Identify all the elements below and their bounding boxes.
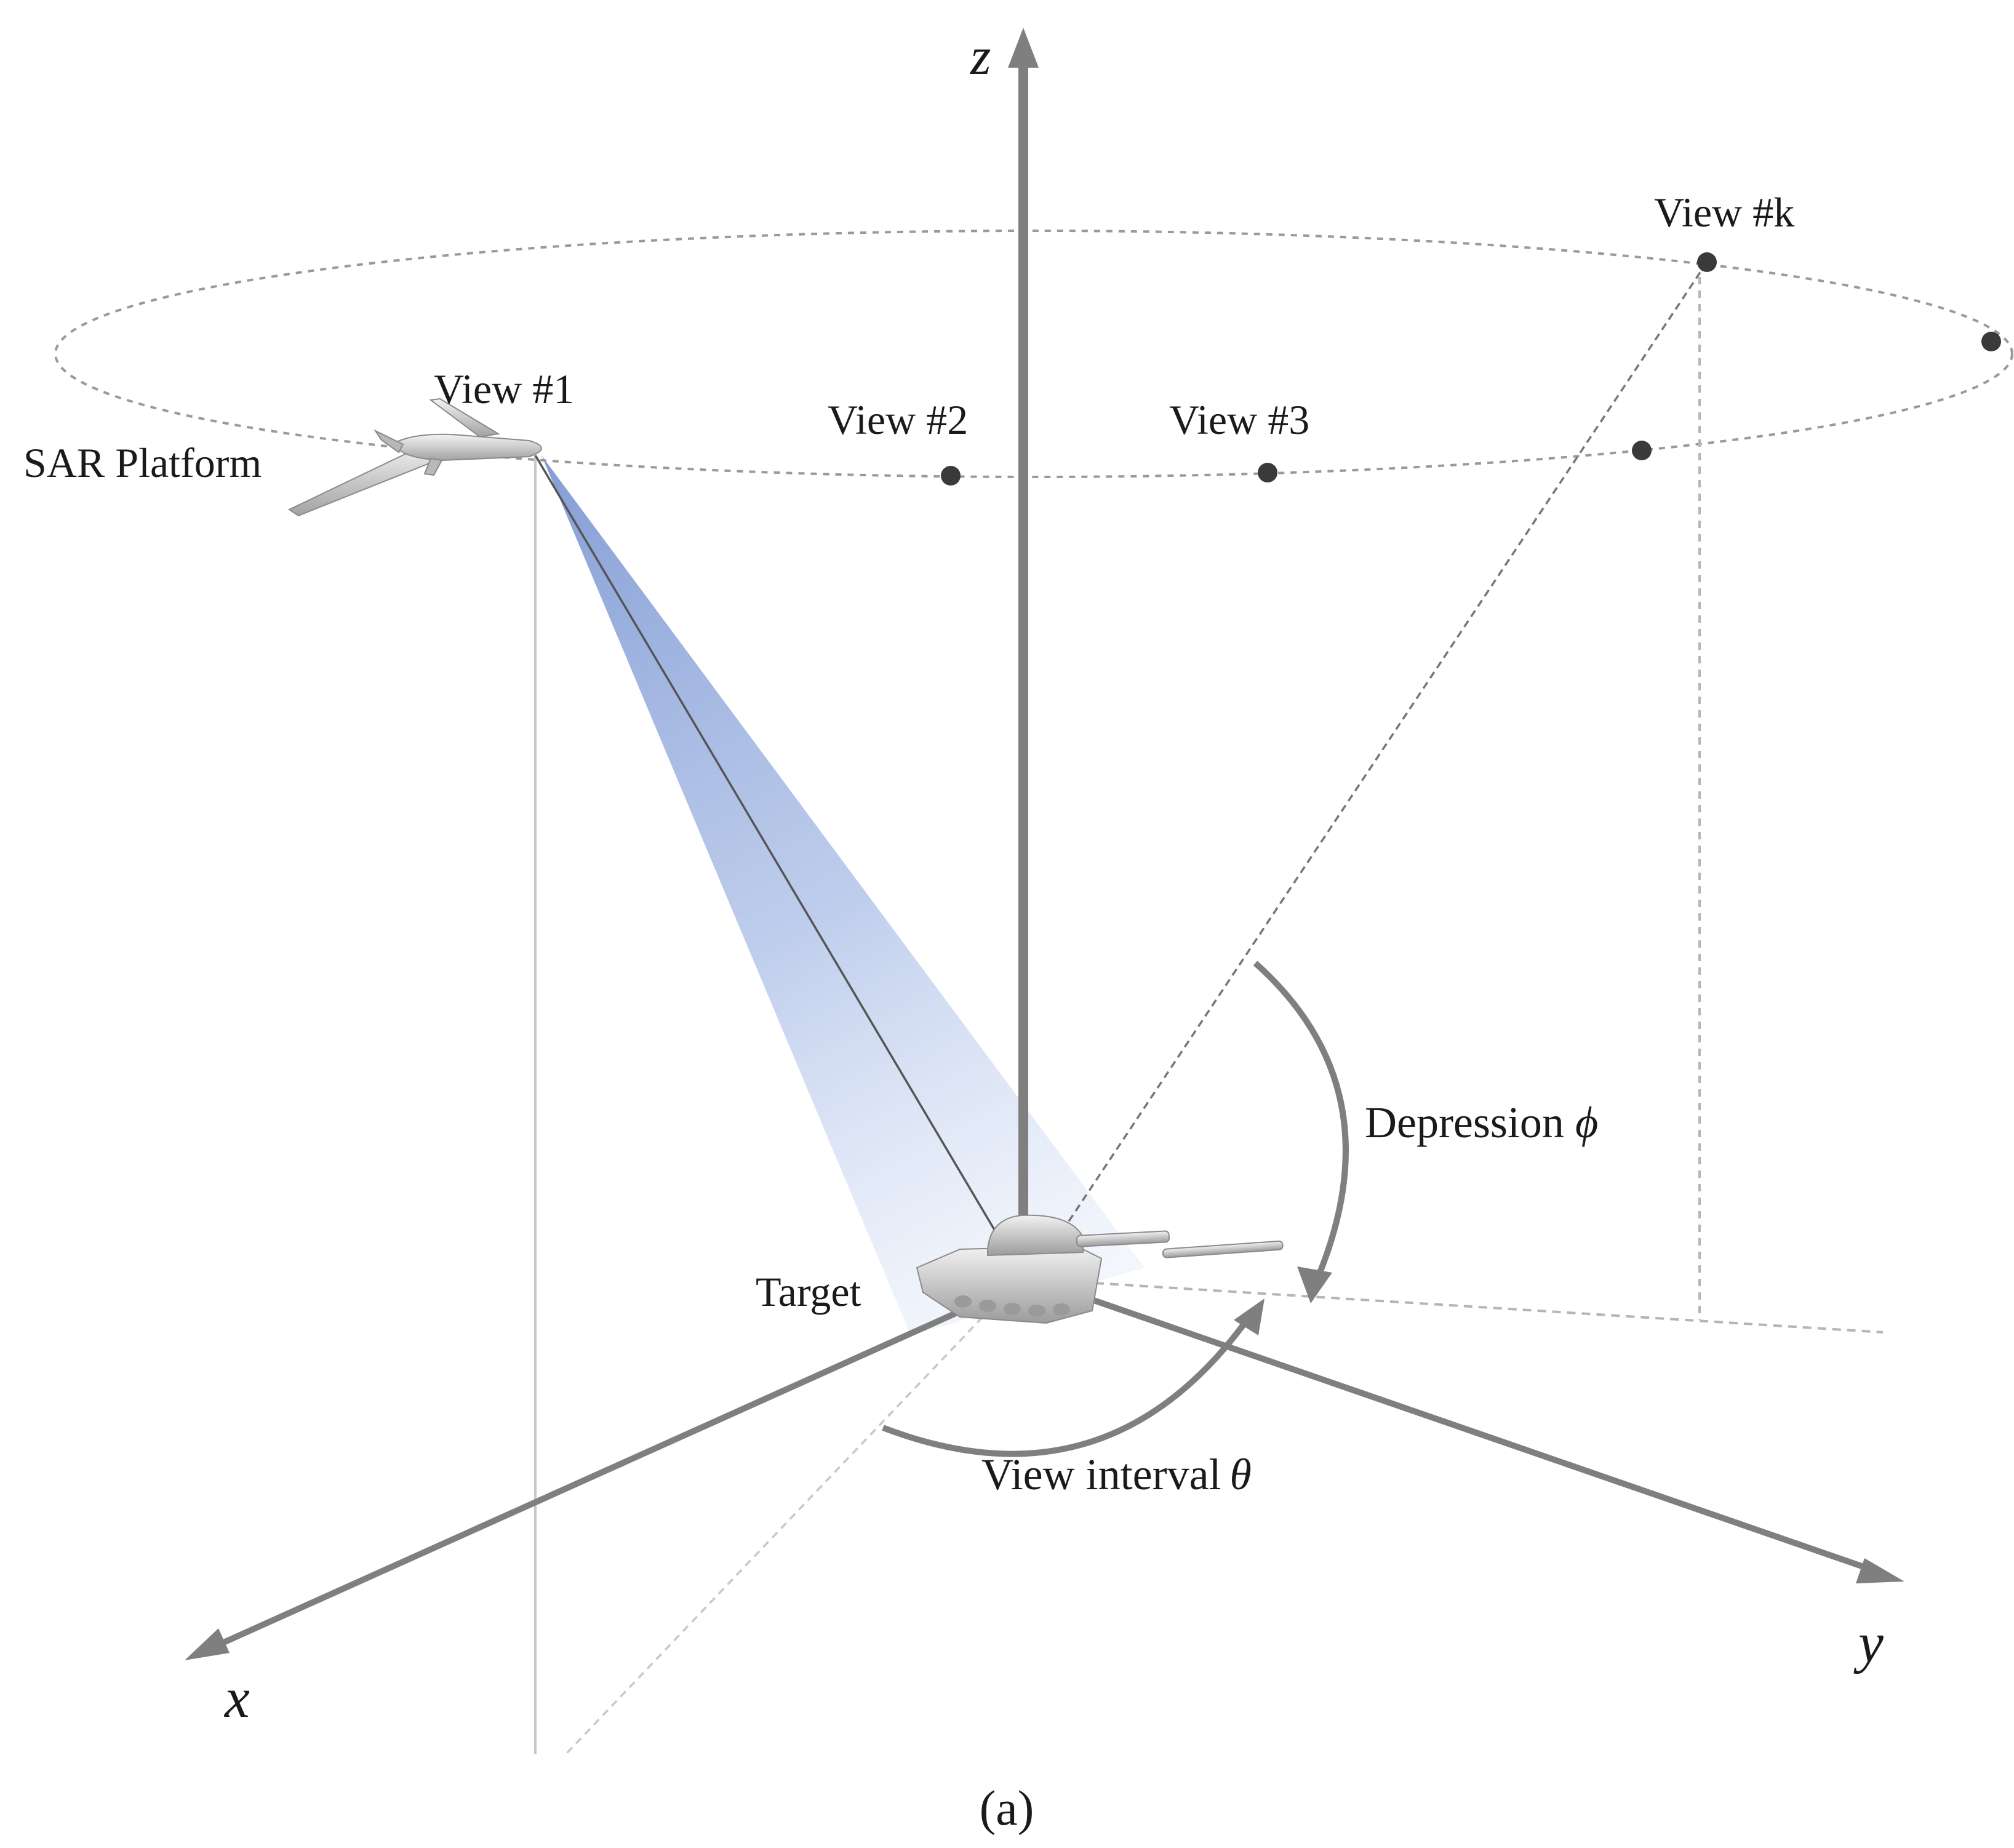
- radar-beam: [541, 455, 1145, 1335]
- view-2-label: View #2: [828, 396, 968, 443]
- view-k-label: View #k: [1654, 189, 1794, 236]
- view-k-line-of-sight: [1063, 262, 1708, 1228]
- target-label: Target: [756, 1268, 861, 1315]
- y-axis: [1069, 1289, 1872, 1572]
- y-axis-arrowhead: [1856, 1558, 1904, 1583]
- figure-caption: (a): [980, 1782, 1034, 1836]
- view-interval-symbol: θ: [1230, 1450, 1252, 1499]
- view-3-label: View #3: [1169, 396, 1309, 443]
- z-axis-arrowhead: [1008, 28, 1039, 68]
- tank-icon: [916, 1214, 1284, 1324]
- z-axis-label: z: [970, 26, 991, 86]
- x-axis-label: x: [223, 1666, 250, 1729]
- view-next-point: [1981, 332, 2001, 351]
- view-4-point: [1632, 441, 1652, 460]
- view-2-point: [941, 466, 961, 486]
- view-1-label: View #1: [434, 366, 574, 412]
- x-axis: [214, 1286, 1011, 1649]
- view-interval-text: View interval: [981, 1450, 1221, 1499]
- view-interval-arc: [882, 1315, 1252, 1457]
- depression-arrowhead: [1297, 1266, 1332, 1303]
- y-axis-label: y: [1853, 1611, 1884, 1674]
- view-1-ground-line: [565, 1288, 1010, 1755]
- axes: [185, 28, 1904, 1660]
- sar-platform-label: SAR Platform: [23, 439, 262, 486]
- depression-text: Depression: [1365, 1098, 1564, 1147]
- uav-icon: [287, 398, 542, 517]
- view-1-line-of-sight: [534, 455, 998, 1234]
- depression-arc: [1253, 961, 1349, 1281]
- x-axis-arrowhead: [185, 1628, 230, 1660]
- ground-projection-line: [1095, 1282, 1884, 1334]
- depression-symbol: ϕ: [1575, 1098, 1598, 1147]
- view-interval-arrowhead: [1234, 1298, 1265, 1335]
- view-3-point: [1258, 463, 1277, 482]
- orbit-ellipse: [54, 230, 2013, 478]
- view-k-point: [1697, 252, 1717, 272]
